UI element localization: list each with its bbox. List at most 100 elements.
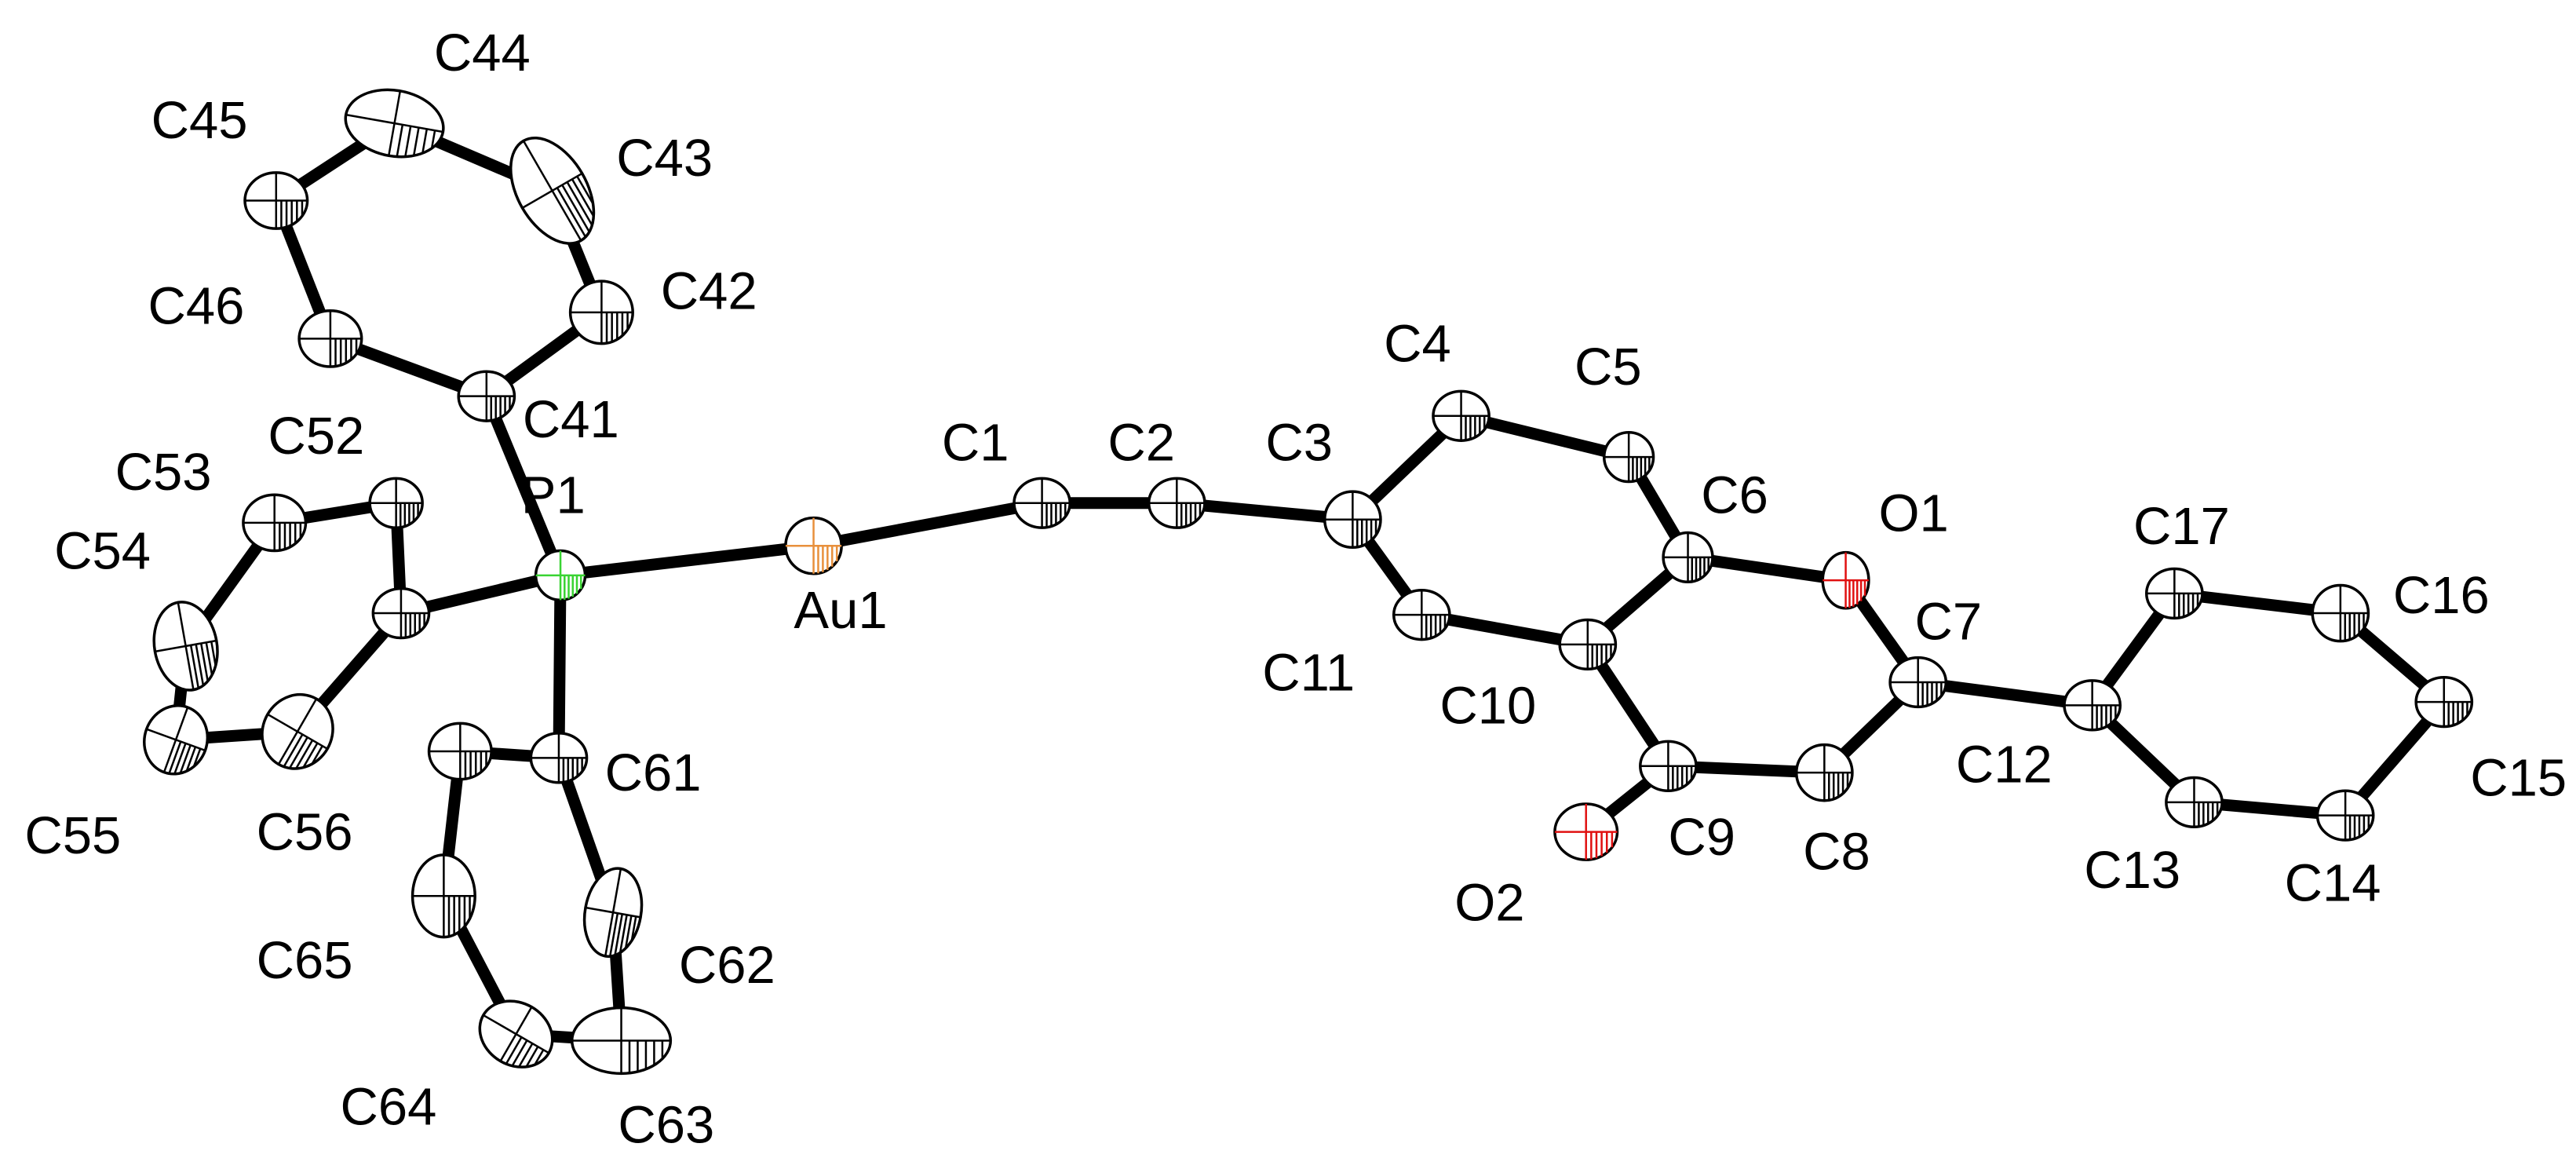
atom-c53 xyxy=(242,493,308,553)
atom-c11 xyxy=(1392,588,1451,641)
atom-label-o1: O1 xyxy=(1878,484,1948,542)
bond-Au1-P1 xyxy=(554,539,820,582)
atom-au1 xyxy=(784,516,843,575)
atom-label-c46: C46 xyxy=(148,277,244,336)
atom-c56 xyxy=(261,692,334,770)
ellipsoid-hatch xyxy=(283,733,304,768)
bond-P1-C61 xyxy=(553,569,567,764)
atom-c14 xyxy=(2315,789,2375,842)
ellipsoid-hatch xyxy=(179,744,192,774)
ellipsoid-axis xyxy=(177,602,195,690)
atom-c65 xyxy=(410,853,476,939)
atom-label-c42: C42 xyxy=(661,262,757,321)
atom-c64 xyxy=(478,999,554,1069)
ellipsoid-axis xyxy=(388,90,402,156)
atom-o1 xyxy=(1821,550,1870,610)
atom-c17 xyxy=(2145,567,2204,620)
ellipsoid-hatch xyxy=(561,184,590,233)
atom-label-c52: C52 xyxy=(268,407,364,466)
atom-c8 xyxy=(1794,743,1854,802)
atom-label-c12: C12 xyxy=(1956,736,2052,795)
atom-p1 xyxy=(534,549,587,602)
ellipsoid-hatch xyxy=(404,126,412,157)
bond-Au1-C1 xyxy=(808,497,1049,552)
atom-label-c3: C3 xyxy=(1265,413,1333,472)
atom-c62 xyxy=(582,867,644,958)
ellipsoid-hatch xyxy=(614,914,623,955)
atom-c51 xyxy=(371,586,431,640)
atom-c16 xyxy=(2311,583,2370,643)
bond-P1-C41 xyxy=(480,390,567,582)
atom-label-p1: P1 xyxy=(521,466,586,524)
atom-label-c10: C10 xyxy=(1439,676,1536,735)
ellipsoid-hatch xyxy=(173,743,187,775)
atom-c61 xyxy=(529,732,589,784)
atom-label-c63: C63 xyxy=(618,1095,714,1154)
ellipsoid-axis xyxy=(499,1006,533,1062)
atom-c42 xyxy=(568,279,634,345)
ellipsoid-hatch xyxy=(618,915,628,953)
atom-c55 xyxy=(143,704,210,776)
ellipsoid-hatch xyxy=(608,912,619,957)
ellipsoid-axis xyxy=(604,868,622,957)
ellipsoid-hatch xyxy=(525,1046,539,1068)
atom-label-c15: C15 xyxy=(2470,748,2567,807)
ellipsoid-hatch xyxy=(302,742,319,769)
ellipsoid-hatch xyxy=(412,127,420,156)
ellipsoid-hatch xyxy=(556,187,587,238)
atom-label-c44: C44 xyxy=(434,24,531,82)
ellipsoid-hatch xyxy=(511,1039,528,1067)
atom-label-c11: C11 xyxy=(1262,643,1355,702)
ellipsoid-hatch xyxy=(195,644,205,686)
atom-label-c2: C2 xyxy=(1107,413,1175,472)
ellipsoid-hatch xyxy=(192,748,202,767)
atom-label-c41: C41 xyxy=(523,390,619,449)
ellipsoid-hatch xyxy=(295,740,314,769)
ellipsoid-axis xyxy=(522,140,582,242)
ellipsoid-hatch xyxy=(210,641,217,667)
ellipsoid-hatch xyxy=(185,746,197,772)
atom-label-c54: C54 xyxy=(54,522,151,581)
atom-layer xyxy=(143,88,2474,1076)
atom-c41 xyxy=(457,370,516,422)
atom-c3 xyxy=(1323,490,1382,550)
atom-label-c13: C13 xyxy=(2084,841,2180,900)
ellipsoid-hatch xyxy=(168,741,182,774)
atom-c46 xyxy=(297,309,363,368)
atom-c10 xyxy=(1558,618,1618,671)
atom-c4 xyxy=(1432,389,1491,442)
ellipsoid-hatch xyxy=(534,1049,545,1065)
ellipsoid-hatch xyxy=(505,1036,523,1065)
atom-label-c8: C8 xyxy=(1803,823,1870,882)
ellipsoid-axis xyxy=(162,707,189,773)
atom-c9 xyxy=(1639,740,1698,792)
atom-label-c7: C7 xyxy=(1915,593,1983,652)
ellipsoid-axis xyxy=(277,698,318,765)
atom-label-c45: C45 xyxy=(151,91,248,150)
atom-c54 xyxy=(152,601,219,692)
atom-label-c43: C43 xyxy=(616,129,713,188)
atom-label-c62: C62 xyxy=(679,936,775,995)
atom-label-c14: C14 xyxy=(2285,854,2381,913)
atom-o2 xyxy=(1553,802,1619,861)
ellipsoid-hatch xyxy=(624,915,633,949)
atom-label-c65: C65 xyxy=(257,931,353,990)
atom-c63 xyxy=(570,1006,673,1076)
atom-c15 xyxy=(2414,675,2474,729)
ellipsoid-hatch xyxy=(430,130,436,149)
atom-label-au1: Au1 xyxy=(794,581,887,640)
atom-label-c6: C6 xyxy=(1701,466,1768,524)
atom-label-c17: C17 xyxy=(2133,497,2230,556)
ellipsoid-hatch xyxy=(288,736,308,769)
ellipsoid-hatch xyxy=(518,1043,534,1068)
atom-c12 xyxy=(2063,679,2122,732)
atom-c52 xyxy=(368,477,424,529)
atom-c44 xyxy=(344,88,445,159)
atom-label-c61: C61 xyxy=(605,743,702,802)
atom-label-c56: C56 xyxy=(257,803,353,862)
atom-label-c16: C16 xyxy=(2393,566,2490,625)
atom-label-c9: C9 xyxy=(1668,808,1735,867)
atom-c45 xyxy=(243,171,309,230)
